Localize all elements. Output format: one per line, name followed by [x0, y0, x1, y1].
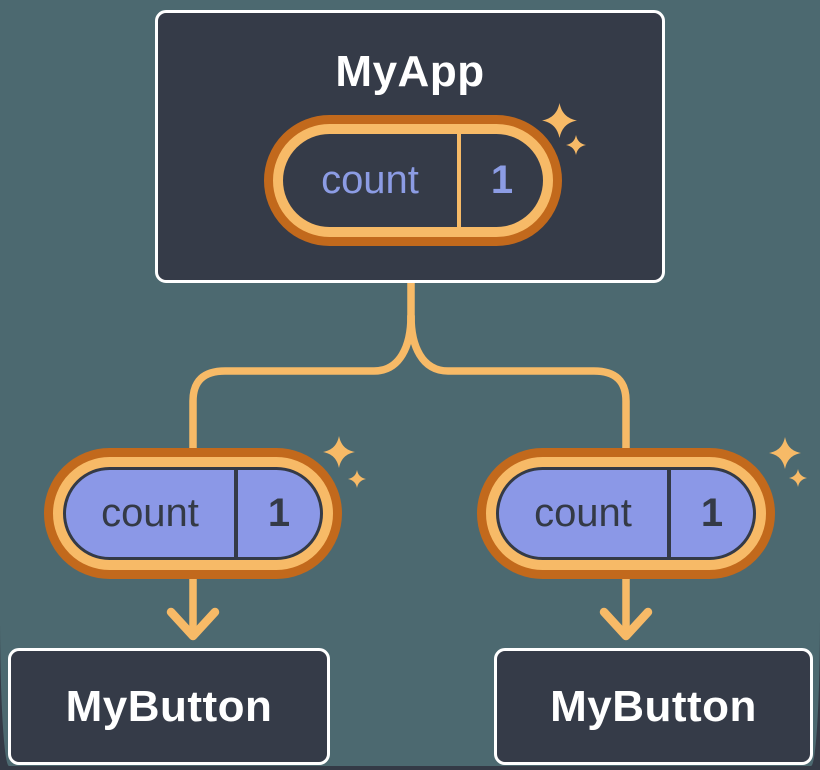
sparkle-icon: [542, 103, 577, 138]
state-pill-root: count 1: [264, 115, 562, 246]
state-divider: [667, 470, 671, 557]
state-name: count: [534, 491, 632, 535]
state-pill-child-left: count 1: [44, 448, 342, 579]
state-value: 1: [490, 158, 514, 202]
down-arrow-icon: [599, 607, 653, 641]
component-box-mybutton-right: MyButton: [494, 648, 813, 765]
state-name: count: [101, 491, 199, 535]
sparkle-icon: [769, 437, 801, 469]
state-pill-body: count 1: [283, 134, 543, 227]
component-box-myapp: MyApp count 1: [155, 10, 665, 283]
down-arrow-icon: [166, 607, 220, 641]
connector-branch-right: [407, 312, 630, 634]
sparkle-icon: [789, 469, 807, 487]
component-box-mybutton-left: MyButton: [8, 648, 330, 765]
state-name: count: [321, 158, 419, 202]
state-pill-body: count 1: [63, 467, 323, 560]
sparkle-icon: [323, 436, 355, 468]
component-title: MyButton: [550, 681, 757, 731]
component-title: MyApp: [335, 47, 485, 96]
state-pill-body: count 1: [496, 467, 756, 560]
state-value: 1: [267, 491, 291, 535]
sparkle-icon: [566, 135, 586, 155]
state-value: 1: [700, 491, 724, 535]
state-divider: [234, 470, 238, 557]
sparkle-icon: [348, 470, 366, 488]
state-pill-child-right: count 1: [477, 448, 775, 579]
component-title: MyButton: [65, 681, 273, 731]
connector-branch-left: [189, 312, 415, 634]
state-divider: [457, 134, 461, 227]
